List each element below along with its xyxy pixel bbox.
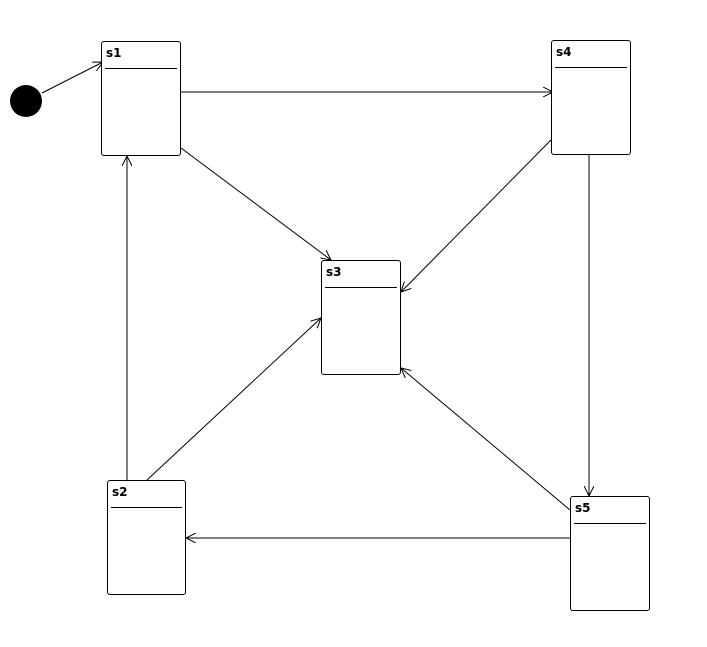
state-s4-divider	[555, 67, 627, 68]
state-s1-label: s1	[106, 46, 122, 60]
transition-s4-to-s3[interactable]	[401, 139, 552, 292]
transition-s2-to-s3[interactable]	[146, 318, 321, 481]
state-s2-label: s2	[112, 485, 128, 499]
state-s1-divider	[105, 68, 177, 69]
state-s4[interactable]: s4	[551, 40, 631, 155]
state-s3[interactable]: s3	[321, 260, 401, 375]
transition-s5-to-s3[interactable]	[401, 368, 571, 511]
state-s3-label: s3	[326, 265, 342, 279]
initial-pseudostate[interactable]	[10, 85, 42, 117]
state-s5-divider	[574, 523, 646, 524]
state-s5[interactable]: s5	[570, 496, 650, 611]
state-s5-label: s5	[575, 501, 591, 515]
transition-initial-to-s1[interactable]	[41, 62, 103, 94]
transition-s1-to-s3[interactable]	[180, 147, 331, 260]
state-s2-divider	[111, 507, 182, 508]
state-s3-divider	[325, 287, 397, 288]
state-s1[interactable]: s1	[101, 41, 181, 156]
state-s2[interactable]: s2	[107, 480, 186, 595]
state-s4-label: s4	[556, 45, 572, 59]
